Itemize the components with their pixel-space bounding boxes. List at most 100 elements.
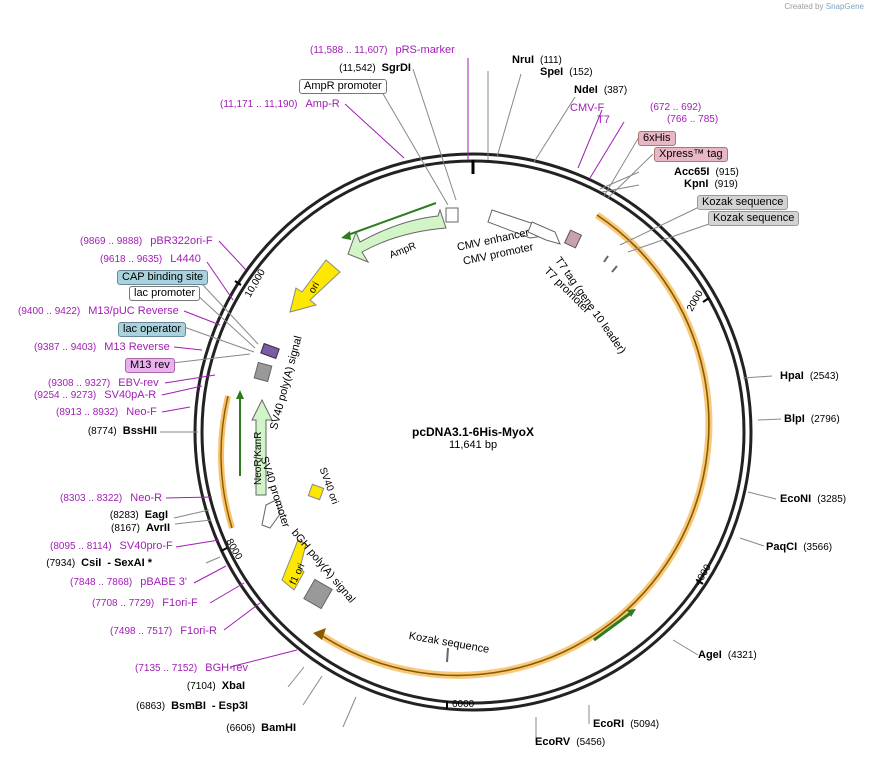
enzyme-name: AgeI (698, 649, 722, 661)
primer-name: CMV-F (570, 102, 605, 114)
feature-label-ori: ori (307, 280, 323, 296)
primer-range: (11,588 .. 11,607) (310, 45, 388, 56)
f1ori-feature (281, 539, 307, 591)
enzyme-name: HpaI (780, 370, 804, 382)
primer-range: (9254 .. 9273) (34, 390, 97, 401)
enzyme-name: PaqCI (766, 541, 798, 553)
primer-site[interactable]: (7498 .. 7517)F1ori-R (110, 625, 217, 637)
primer-name: pBABE 3' (140, 576, 188, 588)
primer-name: pRS-marker (395, 44, 455, 56)
enzyme-site[interactable]: EcoNI(3285) (780, 493, 852, 505)
primer-site[interactable]: (8913 .. 8932) Neo-F (56, 406, 157, 418)
enzyme-position: (387) (603, 85, 628, 96)
primer-site[interactable]: (9618 .. 9635) L4440 (100, 253, 201, 265)
enzyme-site[interactable]: KpnI(919) (684, 178, 744, 190)
enzyme-site[interactable]: (8774)BssHII (82, 425, 157, 437)
feature-box-label: Kozak sequence (708, 211, 800, 226)
leader-lines (160, 68, 782, 742)
primer-range: (8913 .. 8932) (56, 407, 119, 418)
primer-range: (9618 .. 9635) (100, 254, 163, 265)
plasmid-name: pcDNA3.1-6His-MyoX (411, 425, 535, 439)
enzyme-position: (3566) (803, 542, 833, 553)
primer-site[interactable]: (9869 .. 9888)pBR322ori-F (80, 235, 213, 247)
enzyme-position: (915) (715, 167, 739, 178)
enzyme-name: BlpI (784, 413, 805, 425)
ampr-orf-line (344, 202, 437, 237)
primer-range: (9387 .. 9403) (34, 342, 97, 353)
enzyme-name: XbaI (221, 680, 245, 692)
lac-feature-box (260, 342, 280, 360)
primer-site[interactable]: (7135 .. 7152)BGH-rev (135, 662, 248, 674)
enzyme-name: KpnI (684, 178, 709, 190)
primer-name: L4440 (170, 253, 201, 265)
primer-range: (8095 .. 8114) (50, 541, 112, 552)
primer-site[interactable]: (9254 .. 9273) SV40pA-R (34, 389, 156, 401)
primer-range: (672 .. 692) (650, 102, 702, 113)
enzyme-position: (6863) (136, 701, 166, 712)
primer-range: (766 .. 785) (667, 114, 719, 125)
credit-brand: SnapGene (825, 2, 864, 11)
orf-arc-arrowhead (313, 628, 326, 640)
feature-label-sv40-polya: SV40 poly(A) signal (268, 334, 305, 432)
enzyme-name: EcoRI (593, 718, 625, 730)
primer-name: T7 (597, 114, 610, 126)
kozak-orf-arrowhead (627, 609, 636, 617)
enzyme-site[interactable]: PaqCI (3566) (766, 541, 838, 553)
primer-name: Neo-F (126, 406, 157, 418)
primer-site[interactable]: (11,171 .. 11,190)Amp-R (220, 98, 340, 110)
enzyme-site[interactable]: AgeI(4321) (698, 649, 763, 661)
enzyme-site[interactable]: SpeI(152) (540, 66, 599, 78)
primer-name: F1ori-F (162, 597, 198, 609)
primer-range: (11,171 .. 11,190) (220, 99, 298, 110)
feature-box-label: Kozak sequence (697, 195, 789, 210)
enzyme-site[interactable]: (7104) XbaI (181, 680, 245, 692)
enzyme-extra: - Esp3I (211, 700, 248, 712)
ori-feature (289, 259, 341, 313)
feature-box-label: Xpress™ tag (654, 147, 728, 162)
primer-site[interactable]: (8303 .. 8322)Neo-R (60, 492, 162, 504)
feature-label-ampr: AmpR (388, 240, 418, 262)
enzyme-site[interactable]: HpaI (2543) (780, 370, 845, 382)
primer-site[interactable]: (9387 .. 9403)M13 Reverse (34, 341, 170, 353)
primer-site[interactable]: (9400 .. 9422)M13/pUC Reverse (18, 305, 179, 317)
enzyme-site[interactable]: NruI(111) (512, 54, 568, 66)
primer-site[interactable]: (9308 .. 9327)EBV-rev (48, 377, 159, 389)
enzyme-name: BsmBI (171, 700, 206, 712)
enzyme-site[interactable]: EcoRI(5094) (593, 718, 665, 730)
enzyme-position: (7104) (186, 681, 216, 692)
feature-box-label: AmpR promoter (299, 79, 387, 94)
enzyme-site[interactable]: NdeI(387) (574, 84, 633, 96)
enzyme-site[interactable]: (7934)CsiI- SexAI * (40, 557, 152, 569)
enzyme-position: (2543) (809, 371, 839, 382)
kozak-orf-arrow (593, 610, 633, 642)
primer-site[interactable]: (7708 .. 7729)F1ori-F (92, 597, 198, 609)
enzyme-site[interactable]: (6606)BamHI (220, 722, 296, 734)
primer-site[interactable]: CMV-F (672 .. 692) (570, 102, 701, 114)
primer-name: BGH-rev (205, 662, 249, 674)
cmv-promoter-feature (527, 221, 561, 245)
feature-box-label: M13 rev (125, 358, 175, 373)
feature-label-sv40-promoter: SV40 promoter (257, 455, 292, 530)
primer-site[interactable]: (11,588 .. 11,607) pRS-marker (310, 44, 455, 56)
enzyme-site[interactable]: EcoRV(5456) (535, 736, 611, 748)
primer-name: SV40pA-R (104, 389, 157, 401)
primer-site[interactable]: T7 (766 .. 785) (597, 114, 718, 126)
enzyme-site[interactable]: BlpI(2796) (784, 413, 846, 425)
primer-site[interactable]: (7848 .. 7868)pBABE 3' (70, 576, 187, 588)
sv40-ori-box (307, 483, 325, 501)
sv40-polya-box (253, 361, 273, 383)
credit-prefix: Created by (784, 2, 824, 11)
enzyme-site[interactable]: (8167)AvrII (105, 522, 170, 534)
enzyme-site[interactable]: (6863) BsmBI - Esp3I (130, 700, 248, 712)
enzyme-site[interactable]: (11,542)SgrDI (333, 62, 411, 74)
tick-label-6000: 6000 (452, 699, 475, 710)
enzyme-site[interactable]: Acc65I(915) (674, 166, 745, 178)
enzyme-position: (8774) (87, 426, 117, 437)
enzyme-site[interactable]: (8283)EagI (104, 509, 168, 521)
bgh-polya-box (303, 578, 333, 610)
feature-box-label: CAP binding site (117, 270, 209, 285)
primer-site[interactable]: (8095 .. 8114) SV40pro-F (50, 540, 173, 552)
primer-name: SV40pro-F (119, 540, 173, 552)
